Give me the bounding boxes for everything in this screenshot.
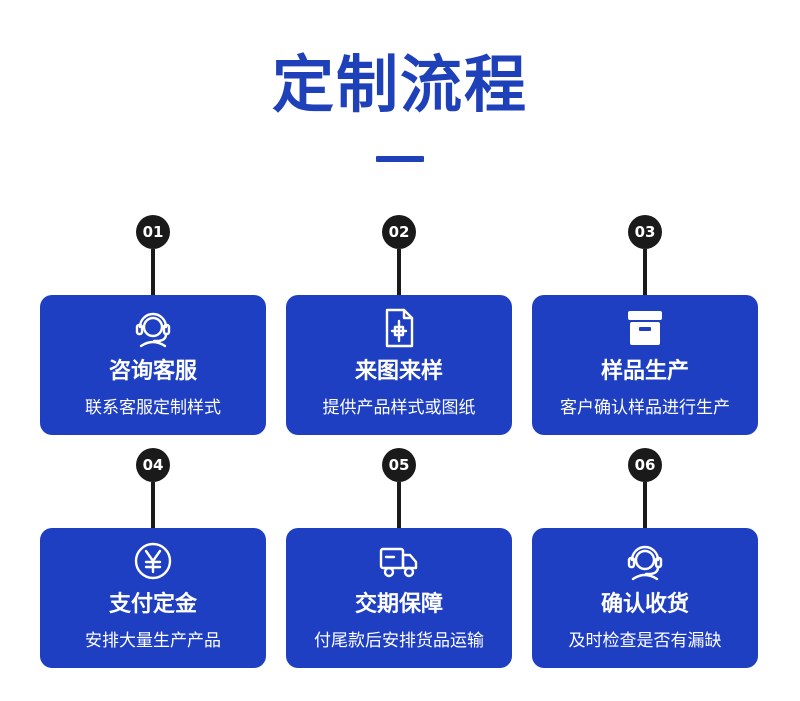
delivery-truck-icon bbox=[378, 540, 420, 582]
step-number-badge: 01 bbox=[136, 215, 170, 249]
customer-service-headset-icon bbox=[624, 540, 666, 582]
step-number-badge: 02 bbox=[382, 215, 416, 249]
step-title: 来图来样 bbox=[354, 359, 443, 384]
yen-coin-icon bbox=[132, 540, 174, 582]
step-title: 支付定金 bbox=[108, 592, 197, 617]
step-title: 交期保障 bbox=[354, 592, 443, 617]
step-card: 咨询客服 联系客服定制样式 bbox=[40, 295, 266, 435]
connector-line bbox=[151, 249, 155, 297]
step-card: 样品生产 客户确认样品进行生产 bbox=[532, 295, 758, 435]
step-number-badge: 04 bbox=[136, 448, 170, 482]
step-number-badge: 05 bbox=[382, 448, 416, 482]
step-description: 提供产品样式或图纸 bbox=[322, 398, 476, 418]
connector-line bbox=[643, 249, 647, 297]
customer-service-headset-icon bbox=[132, 307, 174, 349]
step-description: 联系客服定制样式 bbox=[85, 398, 221, 418]
page-title: 定制流程 bbox=[271, 48, 528, 121]
connector-line bbox=[397, 482, 401, 530]
step-title: 咨询客服 bbox=[108, 359, 197, 384]
document-drawing-icon bbox=[378, 307, 420, 349]
storage-box-icon bbox=[624, 307, 666, 349]
step-card: 来图来样 提供产品样式或图纸 bbox=[286, 295, 512, 435]
step-description: 及时检查是否有漏缺 bbox=[568, 631, 722, 651]
connector-line bbox=[151, 482, 155, 530]
step-number-badge: 03 bbox=[628, 215, 662, 249]
step-card: 支付定金 安排大量生产产品 bbox=[40, 528, 266, 668]
step-title: 确认收货 bbox=[600, 592, 689, 617]
step-description: 客户确认样品进行生产 bbox=[560, 398, 730, 418]
step-card: 交期保障 付尾款后安排货品运输 bbox=[286, 528, 512, 668]
step-title: 样品生产 bbox=[600, 359, 689, 384]
connector-line bbox=[643, 482, 647, 530]
step-card: 确认收货 及时检查是否有漏缺 bbox=[532, 528, 758, 668]
connector-line bbox=[397, 249, 401, 297]
step-description: 安排大量生产产品 bbox=[85, 631, 221, 651]
title-underline bbox=[376, 156, 424, 162]
step-description: 付尾款后安排货品运输 bbox=[314, 631, 484, 651]
step-number-badge: 06 bbox=[628, 448, 662, 482]
